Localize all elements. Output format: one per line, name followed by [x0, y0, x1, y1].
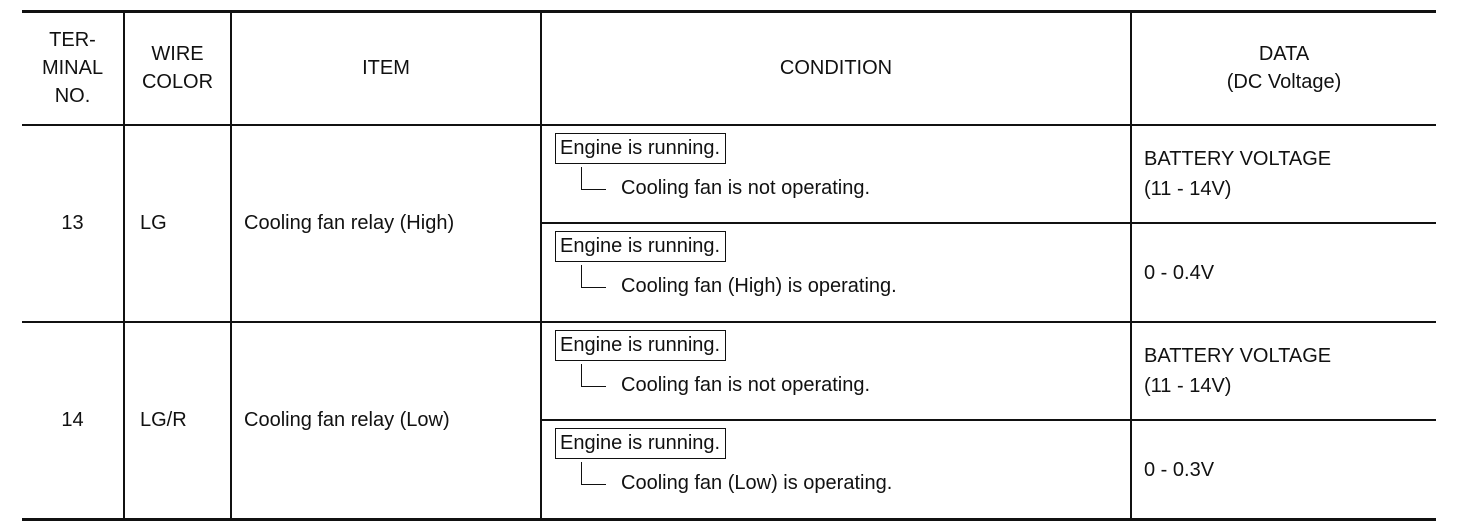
- row-13-item: Cooling fan relay (High): [244, 126, 540, 321]
- terminal-number: 13: [61, 212, 84, 234]
- row-14-data-1: BATTERY VOLTAGE (11 - 14V): [1144, 323, 1436, 419]
- subrow-rule-2: [540, 419, 1436, 421]
- header-data: DATA (DC Voltage): [1132, 12, 1436, 124]
- header-data-line-1: DATA: [1258, 43, 1310, 65]
- header-item: ITEM: [232, 12, 540, 124]
- header-condition-label: CONDITION: [779, 57, 893, 79]
- column-rule-3: [540, 10, 542, 520]
- condition-connector-line: [581, 167, 606, 190]
- condition-main-text: Engine is running.: [560, 137, 721, 159]
- condition-main-box: Engine is running.: [555, 428, 727, 459]
- condition-connector-line: [581, 364, 606, 387]
- header-condition: CONDITION: [542, 12, 1130, 124]
- row-14-condition-2: Engine is running. Cooling fan (Low) is …: [555, 421, 1135, 517]
- row-13-data-2: 0 - 0.4V: [1144, 224, 1436, 321]
- row-14-terminal: 14: [22, 323, 123, 518]
- item-value: Cooling fan relay (Low): [244, 409, 450, 431]
- condition-main-text: Engine is running.: [560, 235, 721, 257]
- header-wire-line-1: WIRE: [151, 43, 204, 65]
- header-terminal-no: TER- MINAL NO.: [22, 12, 123, 124]
- row-14-wire-color: LG/R: [140, 323, 230, 518]
- wire-color-value: LG: [140, 212, 167, 234]
- header-data-line-2: (DC Voltage): [1226, 71, 1342, 93]
- row-13-terminal: 13: [22, 126, 123, 321]
- column-rule-2: [230, 10, 232, 520]
- data-line-1: BATTERY VOLTAGE: [1144, 345, 1332, 367]
- condition-connector-line: [581, 462, 606, 485]
- table-bottom-rule: [22, 518, 1436, 521]
- condition-sub-text: Cooling fan (Low) is operating.: [621, 472, 893, 494]
- header-wire-color: WIRE COLOR: [125, 12, 230, 124]
- header-wire-line-2: COLOR: [141, 71, 214, 93]
- row-14-data-2: 0 - 0.3V: [1144, 421, 1436, 518]
- row-14-item: Cooling fan relay (Low): [244, 323, 540, 518]
- wire-color-value: LG/R: [140, 409, 187, 431]
- data-line-1: BATTERY VOLTAGE: [1144, 148, 1332, 170]
- terminal-number: 14: [61, 409, 84, 431]
- terminal-data-table: TER- MINAL NO. WIRE COLOR ITEM CONDITION…: [22, 10, 1436, 521]
- condition-main-box: Engine is running.: [555, 231, 727, 262]
- row-13-condition-1: Engine is running. Cooling fan is not op…: [555, 126, 1135, 222]
- data-line-1: 0 - 0.4V: [1144, 261, 1215, 284]
- condition-main-text: Engine is running.: [560, 432, 721, 454]
- item-value: Cooling fan relay (High): [244, 212, 455, 234]
- condition-connector-line: [581, 265, 606, 288]
- header-terminal-line-1: TER-: [49, 29, 96, 51]
- row-13-wire-color: LG: [140, 126, 230, 321]
- condition-sub-text: Cooling fan is not operating.: [621, 177, 871, 199]
- header-bottom-rule: [22, 124, 1436, 126]
- data-line-2: (11 - 14V): [1144, 375, 1232, 397]
- header-item-label: ITEM: [362, 57, 410, 79]
- condition-main-box: Engine is running.: [555, 133, 727, 164]
- row-13-data-1: BATTERY VOLTAGE (11 - 14V): [1144, 126, 1436, 222]
- row-13-condition-2: Engine is running. Cooling fan (High) is…: [555, 224, 1135, 320]
- row-separator-rule: [22, 321, 1436, 323]
- header-terminal-line-2: MINAL: [41, 57, 104, 79]
- condition-sub-text: Cooling fan (High) is operating.: [621, 275, 897, 297]
- data-line-1: 0 - 0.3V: [1144, 458, 1215, 481]
- column-rule-4: [1130, 10, 1132, 520]
- condition-main-text: Engine is running.: [560, 334, 721, 356]
- condition-main-box: Engine is running.: [555, 330, 727, 361]
- subrow-rule-1: [540, 222, 1436, 224]
- header-terminal-line-3: NO.: [54, 85, 91, 107]
- data-line-2: (11 - 14V): [1144, 178, 1232, 200]
- condition-sub-text: Cooling fan is not operating.: [621, 374, 871, 396]
- column-rule-1: [123, 10, 125, 520]
- row-14-condition-1: Engine is running. Cooling fan is not op…: [555, 323, 1135, 419]
- table-top-rule: [22, 10, 1436, 13]
